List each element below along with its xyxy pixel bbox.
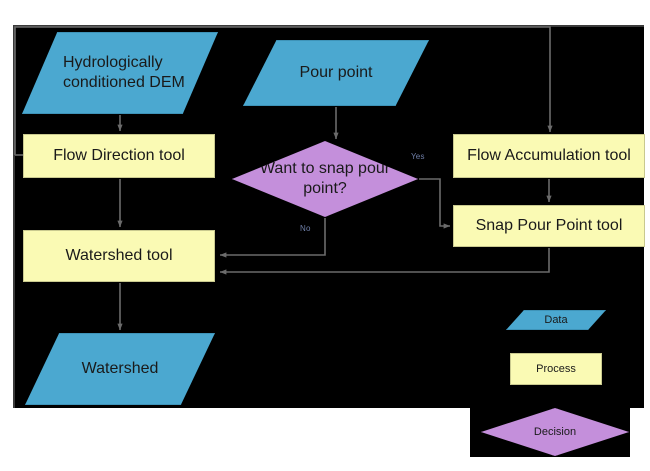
node-snap-pour-point-tool[interactable]: Snap Pour Point tool [453, 205, 645, 247]
legend-label-decision: Decision [533, 425, 577, 438]
node-label: Pour point [299, 63, 373, 81]
node-label: Watershed [81, 359, 159, 377]
node-flow-direction-tool[interactable]: Flow Direction tool [23, 134, 215, 178]
node-hydrologically-conditioned-dem[interactable]: Hydrologically conditioned DEM [22, 32, 218, 114]
node-watershed[interactable]: Watershed [25, 333, 215, 405]
node-pour-point[interactable]: Pour point [243, 40, 429, 106]
node-flow-accumulation-tool[interactable]: Flow Accumulation tool [453, 134, 645, 178]
node-label: Flow Direction tool [53, 146, 185, 164]
node-watershed-tool[interactable]: Watershed tool [23, 230, 215, 282]
node-label: Snap Pour Point tool [475, 216, 623, 234]
legend-item-process: Process [510, 353, 602, 385]
node-label: Want to snap pour point? [259, 159, 391, 197]
node-label: Flow Accumulation tool [467, 146, 631, 164]
node-label: Hydrologically conditioned DEM [63, 53, 185, 91]
legend-label-data: Data [544, 313, 568, 326]
edge-label-no: No [300, 224, 311, 233]
edge-label-yes: Yes [411, 152, 425, 161]
node-label: Watershed tool [65, 246, 173, 264]
legend-label-process: Process [536, 362, 576, 375]
